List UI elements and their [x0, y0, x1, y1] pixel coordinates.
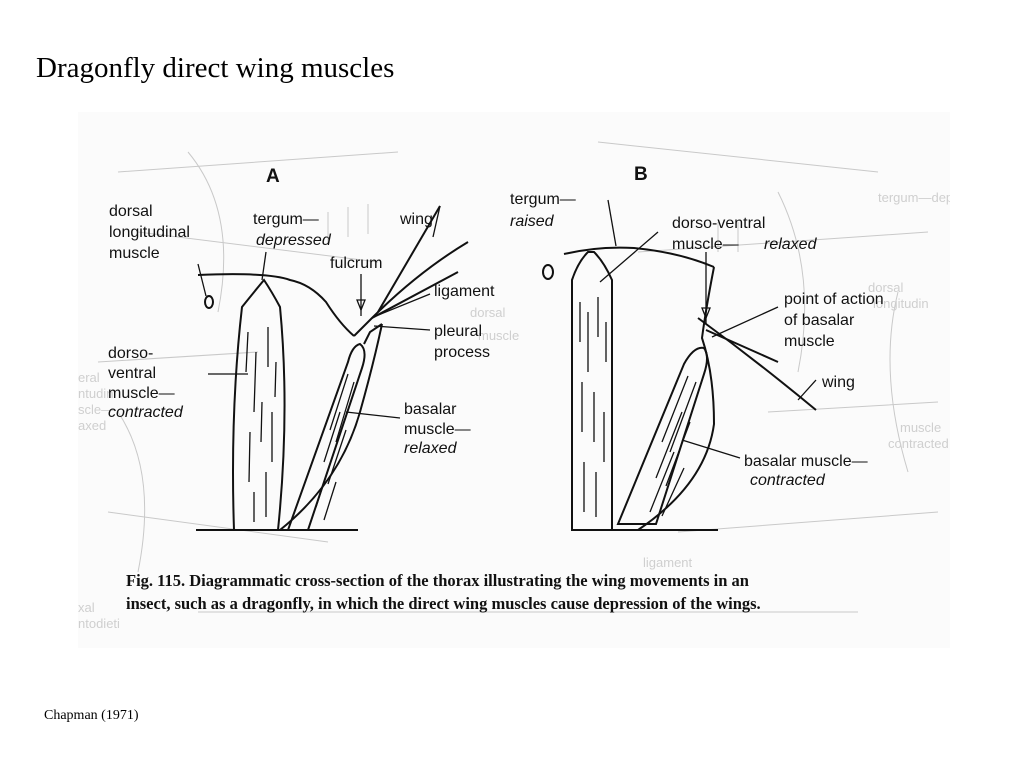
label-a-basalar-state: relaxed — [404, 440, 458, 457]
dorso-ventral-muscle-b — [571, 251, 613, 531]
svg-text:eral: eral — [78, 370, 100, 385]
label-a-tergum-state: depressed — [256, 232, 332, 249]
panel-b: B tergum— raised dorso-ventral muscle— r… — [510, 164, 884, 531]
label-b-wing: wing — [821, 374, 855, 391]
wing-a-upper — [377, 205, 441, 313]
label-b-tergum-state: raised — [510, 213, 555, 230]
figure-caption-line-1: Fig. 115. Diagrammatic cross-section of … — [126, 571, 749, 590]
svg-text:muscle: muscle — [900, 420, 941, 435]
label-a-process: process — [434, 344, 490, 361]
figure-caption-line-2: insect, such as a dragonfly, in which th… — [126, 594, 761, 613]
tergum-b — [563, 246, 715, 268]
panel-a-letter: A — [266, 166, 280, 187]
svg-text:dorsal: dorsal — [470, 305, 506, 320]
label-b-dv-muscle: muscle— — [672, 236, 739, 253]
svg-text:ntudin: ntudin — [78, 386, 113, 401]
svg-text:muscle: muscle — [478, 328, 519, 343]
label-a-dv-muscle: muscle— — [108, 385, 175, 402]
panel-a: A dorsal longitudinal musc — [108, 166, 495, 531]
label-a-pleural: pleural — [434, 323, 482, 340]
bleed-through-texture: tergum—depressed dorsal longitudin muscl… — [78, 141, 950, 631]
label-a-dorso: dorso- — [108, 345, 153, 362]
svg-text:ligament: ligament — [643, 555, 693, 570]
panel-b-letter: B — [634, 164, 648, 185]
wing-b — [697, 317, 817, 411]
label-a-ligament: ligament — [434, 283, 495, 300]
svg-text:tergum—depressed: tergum—depressed — [878, 190, 950, 205]
svg-text:longitudin: longitudin — [873, 296, 929, 311]
wing-a-lower — [371, 271, 459, 319]
figure-background — [78, 112, 950, 648]
label-a-basalar: basalar — [404, 401, 457, 418]
label-b-dorso-ventral: dorso-ventral — [672, 215, 765, 232]
wing-a — [353, 241, 469, 337]
svg-text:contracted: contracted — [888, 436, 949, 451]
svg-text:xal: xal — [78, 600, 95, 615]
label-a-longitudinal: longitudinal — [109, 224, 190, 241]
label-b-tergum: tergum— — [510, 191, 576, 208]
label-a-ventral: ventral — [108, 365, 156, 382]
slide-title: Dragonfly direct wing muscles — [36, 52, 395, 84]
label-b-point-of-action: point of action — [784, 291, 884, 308]
source-credit: Chapman (1971) — [44, 708, 139, 723]
label-b-point-muscle: muscle — [784, 333, 835, 350]
label-a-muscle: muscle — [109, 245, 160, 262]
dorsal-longitudinal-muscle-b — [542, 264, 554, 280]
label-a-wing: wing — [399, 211, 433, 228]
wing-b-lower — [705, 329, 779, 363]
label-b-of-basalar: of basalar — [784, 312, 855, 329]
label-b-basalar-state: contracted — [750, 472, 826, 489]
svg-text:axed: axed — [78, 418, 106, 433]
figure-svg: tergum—depressed dorsal longitudin muscl… — [78, 112, 950, 648]
label-b-basalar: basalar muscle— — [744, 453, 868, 470]
svg-text:ntodieti: ntodieti — [78, 616, 120, 631]
dorso-ventral-muscle-a — [232, 278, 286, 531]
figure-thorax-cross-section: tergum—depressed dorsal longitudin muscl… — [78, 112, 950, 648]
basalar-muscle-b — [616, 346, 708, 525]
label-a-dv-state: contracted — [108, 404, 184, 421]
svg-text:scle—: scle— — [78, 402, 114, 417]
tergum-a — [197, 273, 355, 337]
label-a-tergum: tergum— — [253, 211, 319, 228]
label-a-dorsal: dorsal — [109, 203, 153, 220]
dorsal-longitudinal-muscle-a — [204, 295, 214, 309]
svg-text:dorsal: dorsal — [868, 280, 904, 295]
pleural-wall-a — [279, 323, 383, 531]
basalar-muscle-a — [286, 342, 366, 531]
label-b-dv-state: relaxed — [764, 236, 818, 253]
label-a-fulcrum: fulcrum — [330, 255, 382, 272]
label-a-basalar-muscle: muscle— — [404, 421, 471, 438]
